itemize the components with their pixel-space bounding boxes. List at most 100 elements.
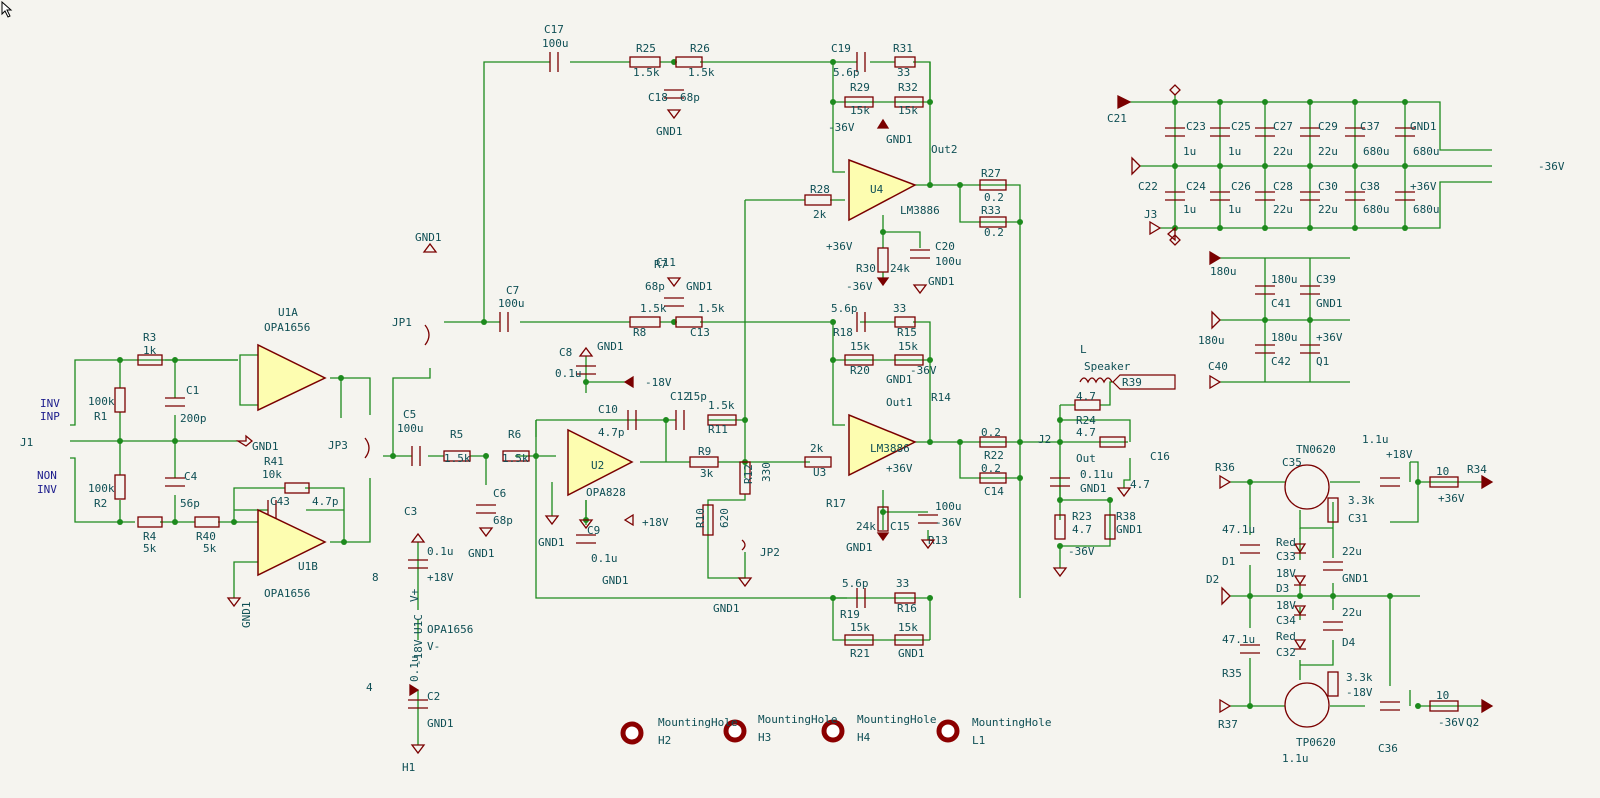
schem-label: 1.1u — [1282, 752, 1309, 765]
schem-label: 24k — [856, 520, 876, 533]
schem-label: 4 — [366, 681, 373, 694]
schem-label: 18V — [1276, 599, 1296, 612]
schem-label: -36V — [1538, 160, 1565, 173]
schem-label: +36V — [1410, 180, 1437, 193]
schem-label: U2 — [591, 459, 604, 472]
schem-label: 33 — [896, 577, 909, 590]
schem-label: R31 — [893, 42, 913, 55]
schem-label: 180u — [1271, 331, 1298, 344]
schem-label: 100u — [935, 500, 962, 513]
schem-label: H4 — [857, 731, 871, 744]
schem-label: R15 — [897, 326, 917, 339]
schem-label: V+ — [408, 588, 421, 602]
schem-label: 15k — [850, 621, 870, 634]
schem-label: R21 — [850, 647, 870, 660]
schem-label: 0.1u — [408, 656, 421, 683]
schem-label: 0.1u — [427, 545, 454, 558]
schem-label: TP0620 — [1296, 736, 1336, 749]
designator-labels: J1 INV INP NON INV R3 1k 100k R1 C1 200p… — [20, 23, 1565, 774]
schem-label: U4 — [870, 183, 884, 196]
schem-label: 180u — [1210, 265, 1237, 278]
schem-label: 15k — [898, 340, 918, 353]
schem-label: 1.5k — [502, 452, 529, 465]
schem-label: C24 — [1186, 180, 1206, 193]
schem-label: R41 — [264, 455, 284, 468]
schem-label: H1 — [402, 761, 415, 774]
schem-label: 0.2 — [984, 191, 1004, 204]
schem-label: J3 — [1144, 208, 1157, 221]
schem-label: 3.3k — [1346, 671, 1373, 684]
schem-label: R24 — [1076, 414, 1096, 427]
schem-label: 1.5k — [633, 66, 660, 79]
schem-label: GND1 — [1116, 523, 1143, 536]
schem-label: 24k — [890, 262, 910, 275]
schem-label: C13 — [690, 326, 710, 339]
schem-label: 4.7 — [1076, 426, 1096, 439]
schem-label: Out1 — [886, 396, 913, 409]
schem-label: GND1 — [686, 280, 713, 293]
schem-label: R12 — [742, 464, 755, 484]
schem-label: 15k — [850, 340, 870, 353]
schem-label: Q2 — [1466, 716, 1479, 729]
schem-label: 22u — [1318, 145, 1338, 158]
schem-label: +36V — [1438, 492, 1465, 505]
schem-label: -36V — [846, 280, 873, 293]
schem-label: C14 — [984, 485, 1004, 498]
schem-label: C32 — [1276, 646, 1296, 659]
schem-label: U3 — [813, 466, 826, 479]
schem-label: 620 — [718, 508, 731, 528]
schem-label: GND1 — [1342, 572, 1369, 585]
schem-label: C17 — [544, 23, 564, 36]
schem-label: +36V — [826, 240, 853, 253]
schem-label: GND1 — [538, 536, 565, 549]
schem-label: R2 — [94, 497, 107, 510]
schem-label: C11 — [656, 256, 676, 269]
schem-label: GND1 — [1316, 297, 1343, 310]
schem-label: J2 — [1038, 433, 1051, 446]
schem-label: -36V — [910, 364, 937, 377]
schem-label: 15k — [898, 104, 918, 117]
schem-label: C30 — [1318, 180, 1338, 193]
schem-label: GND1 — [252, 440, 279, 453]
schem-label: 68p — [680, 91, 700, 104]
schem-label: OPA828 — [586, 486, 626, 499]
schem-label: R10 — [694, 508, 707, 528]
schem-label: C6 — [493, 487, 506, 500]
schem-label: JP2 — [760, 546, 780, 559]
power-symbols — [226, 84, 1494, 755]
schem-label: C15 — [890, 520, 910, 533]
schem-label: 5.6p — [831, 302, 858, 315]
schem-label: 22u — [1318, 203, 1338, 216]
schem-label: C31 — [1348, 512, 1368, 525]
schem-label: C33 — [1276, 550, 1296, 563]
schem-label: 22u — [1342, 545, 1362, 558]
schem-label: 1.5k — [708, 399, 735, 412]
schem-label: R29 — [850, 81, 870, 94]
schem-label: GND1 — [415, 231, 442, 244]
schem-label: C39 — [1316, 273, 1336, 286]
schem-label: C42 — [1271, 355, 1291, 368]
schem-label: NON — [37, 469, 57, 482]
schem-label: 68p — [493, 514, 513, 527]
schem-label: R38 — [1116, 510, 1136, 523]
component-bodies — [114, 52, 1459, 728]
schem-label: 33 — [897, 66, 910, 79]
schem-label: 1.5k — [444, 452, 471, 465]
schem-label: C18 — [648, 91, 668, 104]
schem-label: R1 — [94, 410, 107, 423]
schem-label: 1u — [1183, 203, 1196, 216]
schem-label: +36V — [1316, 331, 1343, 344]
schem-label: 47.1u — [1222, 523, 1255, 536]
schem-label: -36V — [1438, 716, 1465, 729]
schem-label: 15k — [850, 104, 870, 117]
schem-label: 0.1u — [555, 367, 582, 380]
schem-label: 22u — [1273, 203, 1293, 216]
schem-label: 5k — [203, 542, 217, 555]
schem-label: 1.1u — [1362, 433, 1389, 446]
schem-label: Out2 — [931, 143, 958, 156]
schem-label: GND1 — [1410, 120, 1437, 133]
schem-label: C40 — [1208, 360, 1228, 373]
schem-label: GND1 — [468, 547, 495, 560]
schem-label: C37 — [1360, 120, 1380, 133]
